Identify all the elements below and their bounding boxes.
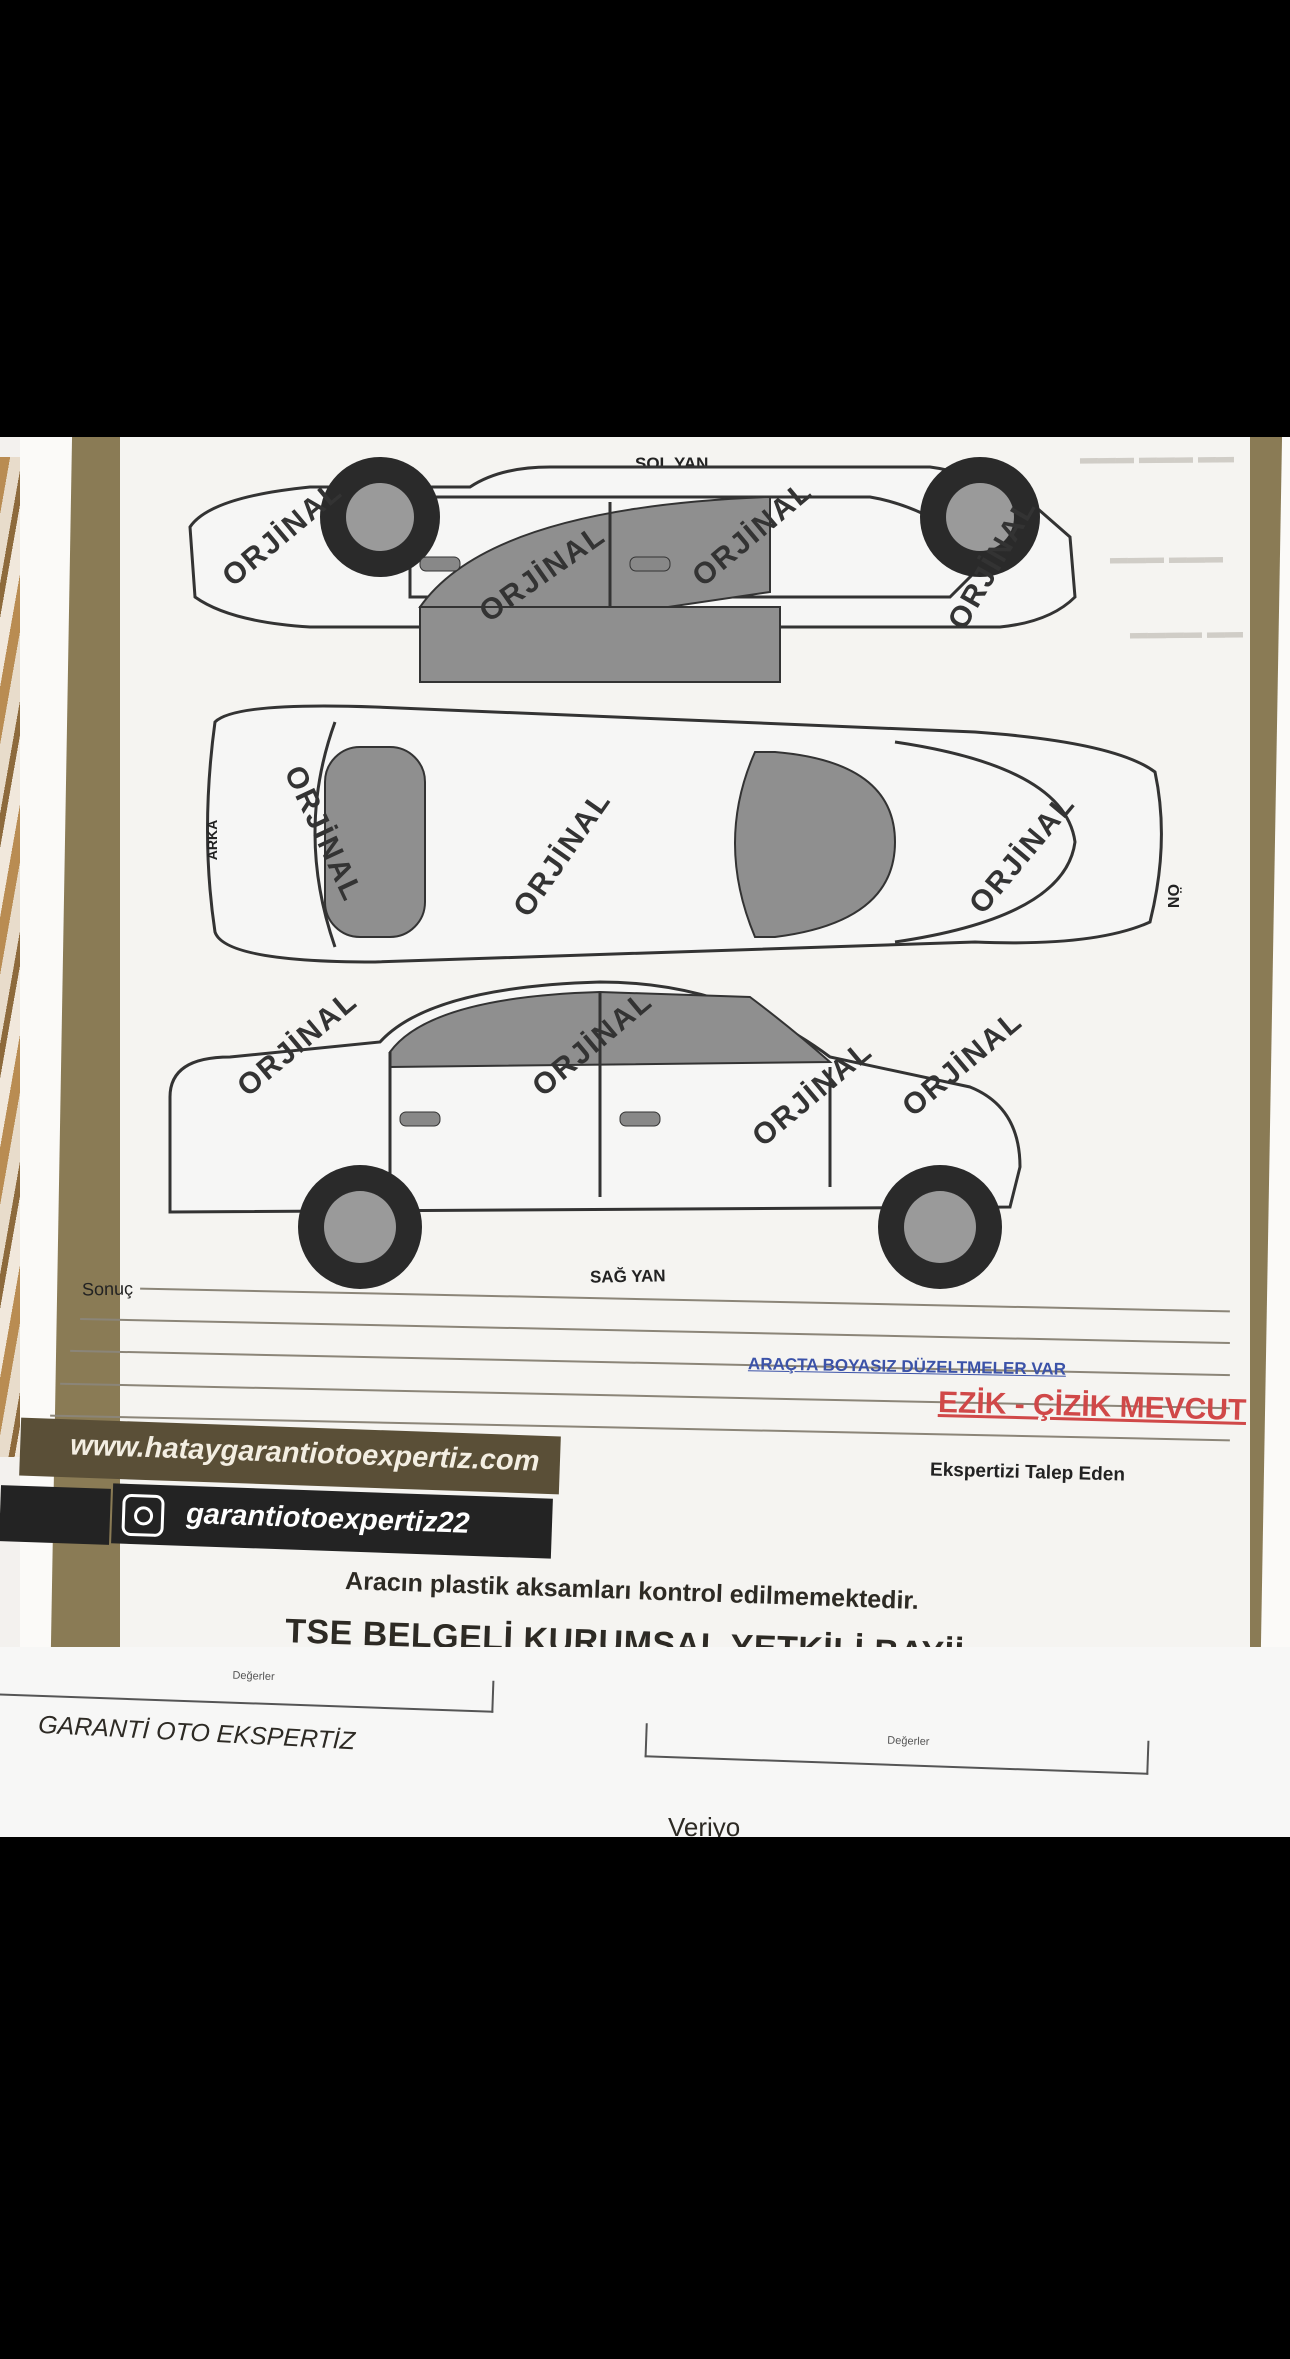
car-left-side-diagram [188,457,1077,683]
lower-form-page [0,1647,1290,1837]
instagram-handle: garantiotoexpertiz22 [185,1497,471,1540]
instagram-dark-block [0,1485,111,1545]
bleed-text: ▬▬▬▬ ▬▬ [1129,621,1244,643]
on-label: ÖN [1164,884,1181,908]
car-top-view-diagram [206,704,1163,964]
document-photo: ▬▬▬ ▬▬▬ ▬▬ ▬▬▬ ▬▬▬ ▬▬▬▬ ▬▬ SOL YAN ORJİN… [0,437,1290,1837]
sonuc-label: Sonuç [81,1278,134,1300]
website-text: www.hataygarantiotoexpertiz.com [69,1429,540,1478]
sag-yan-label: SAĞ YAN [589,1266,666,1287]
car-right-side-diagram [168,980,1022,1289]
instagram-icon [121,1493,165,1538]
bleed-text: ▬▬▬ ▬▬▬ [1109,546,1224,568]
degerler-label: Değerler [232,1669,275,1684]
degerler-label: Değerler [887,1734,930,1749]
veriyor-text: Veriyo [668,1812,741,1837]
bleed-text: ▬▬▬ ▬▬▬ ▬▬ [1079,446,1235,468]
arka-label: ARKA [204,819,221,861]
